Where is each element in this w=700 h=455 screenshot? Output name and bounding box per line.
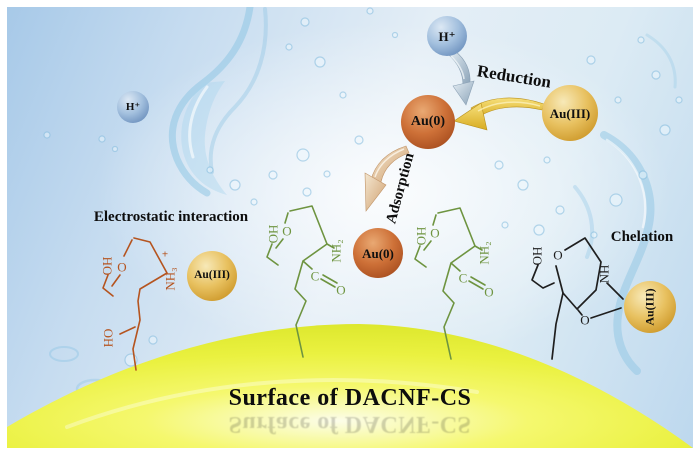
green2-ring-o-label: O [430,225,440,241]
orange-nh3-label: NH₃ [162,267,178,291]
green2-nh2-label: NH₂ [476,241,492,265]
figure-artwork [7,7,693,448]
green2-oh-label: OH [413,226,429,246]
gold-ion-sphere-right: Au(III) [624,281,676,333]
gold-ion-sphere-left: Au(III) [187,251,237,301]
gold-ion-right-label: Au(III) [643,288,657,326]
orange-ho-label: HO [100,328,116,348]
black-oh-label: OH [529,246,545,266]
green2-c-label: C [458,270,468,286]
surface-highlight [65,377,479,429]
figure-canvas: OH O + NH₃ HO OH O NH₂ C O OH O NH₂ C O … [7,7,693,448]
green1-carbonyl-o-label: O [336,282,346,298]
orange-oh-label: OH [99,256,115,276]
orange-ring-o-label: O [117,259,127,275]
gold-atom-sphere-adsorbed: Au(0) [353,228,403,278]
water-splash [34,7,677,425]
electrostatic-interaction-label: Electrostatic interaction [93,209,249,225]
green1-oh-label: OH [265,224,281,244]
adsorption-arrow-icon [364,145,410,212]
black-molecule-ring [531,237,624,360]
black-bottom-o-label: O [580,312,590,328]
gold-atom-top-label: Au(0) [410,114,446,129]
green2-carbonyl-o-label: O [484,284,494,300]
black-ring-o-label: O [553,247,563,263]
orange-plus-label: + [161,248,169,261]
proton-sphere-left: H⁺ [117,91,149,123]
surface-sphere [7,324,693,448]
green1-nh2-label: NH₂ [328,239,344,263]
water-bubbles [43,7,683,367]
green1-ring-o-label: O [282,223,292,239]
proton-sphere-top: H⁺ [427,16,467,56]
reduction-arrow-icon [447,50,475,106]
black-nh-label: NH [596,264,612,284]
proton-left-label: H⁺ [125,100,141,113]
gold-atom-sphere-top: Au(0) [401,95,455,149]
gold-ion-sphere-top: Au(III) [542,85,598,141]
green1-c-label: C [310,268,320,284]
reduction-gold-arrow-icon [453,97,545,131]
gold-atom-adsorbed-label: Au(0) [362,245,394,261]
surface-title-reflection: Surface of DACNF-CS [228,411,472,437]
gold-ion-top-label: Au(III) [549,105,591,121]
orange-molecule-ring [102,237,168,371]
surface-title: Surface of DACNF-CS [228,385,472,411]
gold-ion-left-label: Au(III) [194,269,230,282]
proton-top-label: H⁺ [438,28,456,44]
chelation-label: Chelation [610,229,674,245]
